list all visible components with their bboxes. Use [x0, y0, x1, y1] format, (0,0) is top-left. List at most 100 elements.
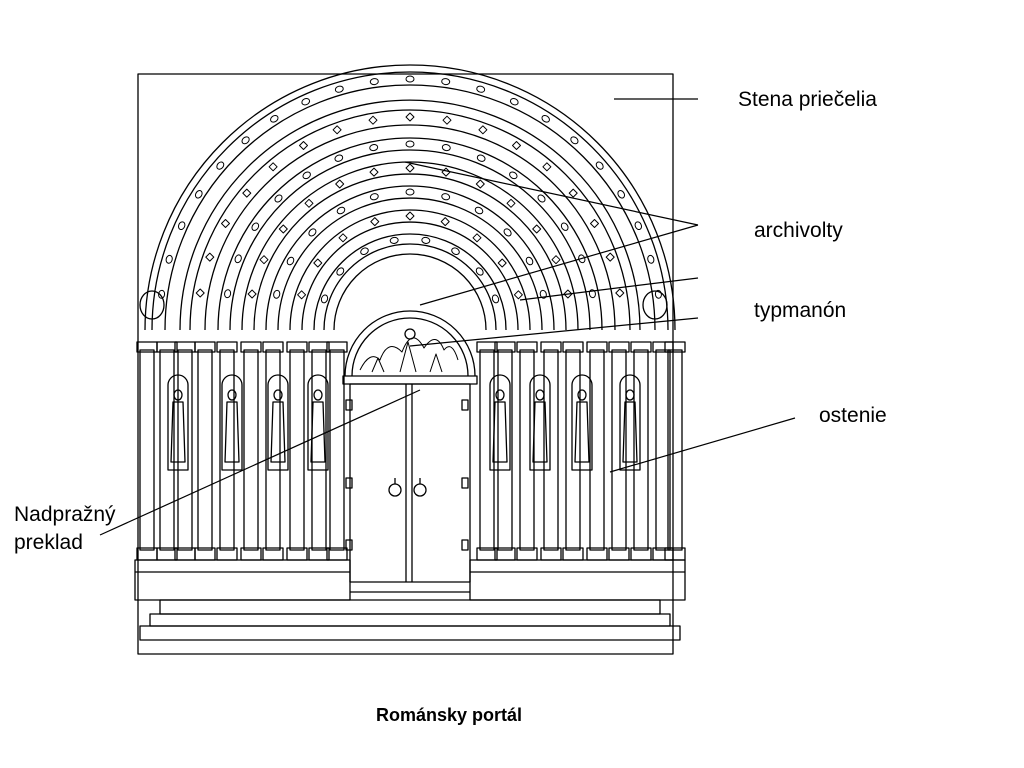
ornament-diamond: [299, 141, 308, 150]
ornament-motif: [165, 254, 173, 264]
archivolt-ring: [164, 84, 656, 331]
ornament-diamond: [472, 233, 482, 243]
ornament-diamond: [615, 288, 625, 298]
jamb-column-capital: [652, 341, 674, 353]
ornament-diamond: [332, 125, 342, 135]
ornament-motif: [336, 267, 345, 276]
archivolt-ring: [204, 124, 616, 331]
jamb-column-shaft: [197, 349, 213, 551]
statue-head: [535, 389, 545, 401]
ornament-motif: [194, 190, 203, 199]
ornament-motif: [475, 267, 484, 276]
archivolt-bands: [144, 64, 676, 331]
ornament-motif: [570, 136, 579, 145]
archivolt-ring: [289, 209, 531, 331]
statue-body: [574, 401, 590, 463]
ornament-diamond: [313, 258, 323, 268]
jamb-column-capital: [194, 341, 216, 353]
ornament-motif: [441, 78, 451, 86]
ornament-diamond: [442, 115, 452, 125]
statue-head: [173, 389, 183, 401]
jamb-column-shaft: [497, 349, 513, 551]
statue-niche: [619, 374, 641, 471]
diagram-caption: Románsky portál: [376, 705, 523, 725]
statue-head: [625, 389, 635, 401]
ornament-diamond: [221, 219, 230, 228]
ornament-diamond: [247, 289, 257, 299]
archivolt-ring: [265, 185, 555, 331]
statue-body: [622, 401, 638, 463]
ornament-motif: [369, 78, 379, 86]
archivolt-ring: [253, 173, 567, 331]
label-jambs: ostenie: [819, 404, 887, 427]
statue-head: [273, 389, 283, 401]
jamb-column-capital: [262, 341, 284, 353]
label-lintel-line2: preklad: [14, 531, 83, 554]
ornament-motif: [369, 144, 379, 152]
ornament-diamond: [590, 219, 599, 228]
ornament-diamond: [259, 255, 269, 265]
label-lintel-line1: Nadpražný: [14, 503, 116, 526]
jamb-column-shaft: [543, 349, 559, 551]
ornament-motif: [389, 236, 399, 244]
ornament-motif: [617, 190, 626, 199]
statue-niche: [571, 374, 593, 471]
leader-jambs: [609, 417, 796, 473]
statue-head: [227, 389, 237, 401]
jamb-column-capital: [494, 341, 516, 353]
statue-body: [532, 401, 548, 463]
archivolt-ring: [333, 253, 487, 331]
jamb-columns: [136, 290, 686, 561]
statue-body: [492, 401, 508, 463]
jamb-column-shaft: [159, 349, 175, 551]
statue-body: [270, 401, 286, 463]
leader-tympanum-1: [519, 277, 699, 301]
ornament-motif: [441, 193, 451, 201]
ornament-diamond: [440, 217, 450, 227]
jamb-column-shaft: [329, 349, 345, 551]
ornament-motif: [301, 98, 311, 106]
statue-niche: [307, 374, 329, 471]
jamb-column-shaft: [219, 349, 235, 551]
ornament-diamond: [605, 252, 615, 262]
ornament-motif: [421, 236, 431, 244]
ornament-motif: [588, 289, 596, 299]
statue-body: [170, 401, 186, 463]
ornament-motif: [476, 85, 486, 93]
jamb-column-capital: [286, 341, 308, 353]
jamb-column-capital: [562, 341, 584, 353]
statue-head: [495, 389, 505, 401]
ornament-diamond: [542, 162, 552, 172]
ornament-motif: [273, 289, 281, 299]
ornament-motif: [308, 228, 317, 237]
ornament-diamond: [478, 125, 488, 135]
jamb-column-capital: [630, 341, 652, 353]
ornament-motif: [503, 228, 512, 237]
facade-wall: [137, 73, 674, 655]
ornament-diamond: [304, 198, 314, 208]
ornament-motif: [360, 247, 369, 255]
statue-niche: [529, 374, 551, 471]
jamb-column-capital: [540, 341, 562, 353]
ornament-motif: [451, 247, 460, 255]
ornament-motif: [336, 206, 346, 215]
archivolt-ring: [301, 221, 519, 331]
ornament-motif: [525, 256, 534, 266]
statue-niche: [489, 374, 511, 471]
jamb-column-shaft: [289, 349, 305, 551]
ornament-motif: [251, 222, 260, 231]
jamb-column-capital: [664, 341, 686, 353]
jamb-column-shaft: [311, 349, 327, 551]
ornament-motif: [595, 161, 604, 170]
ornament-motif: [491, 294, 500, 304]
ornament-diamond: [370, 217, 380, 227]
jamb-column-shaft: [655, 349, 671, 551]
jamb-column-shaft: [633, 349, 649, 551]
ornament-diamond: [242, 188, 252, 198]
ornament-motif: [634, 221, 642, 231]
ornament-motif: [560, 222, 569, 231]
ornament-motif: [302, 171, 311, 180]
ornament-diamond: [513, 290, 523, 300]
jamb-column-capital: [516, 341, 538, 353]
